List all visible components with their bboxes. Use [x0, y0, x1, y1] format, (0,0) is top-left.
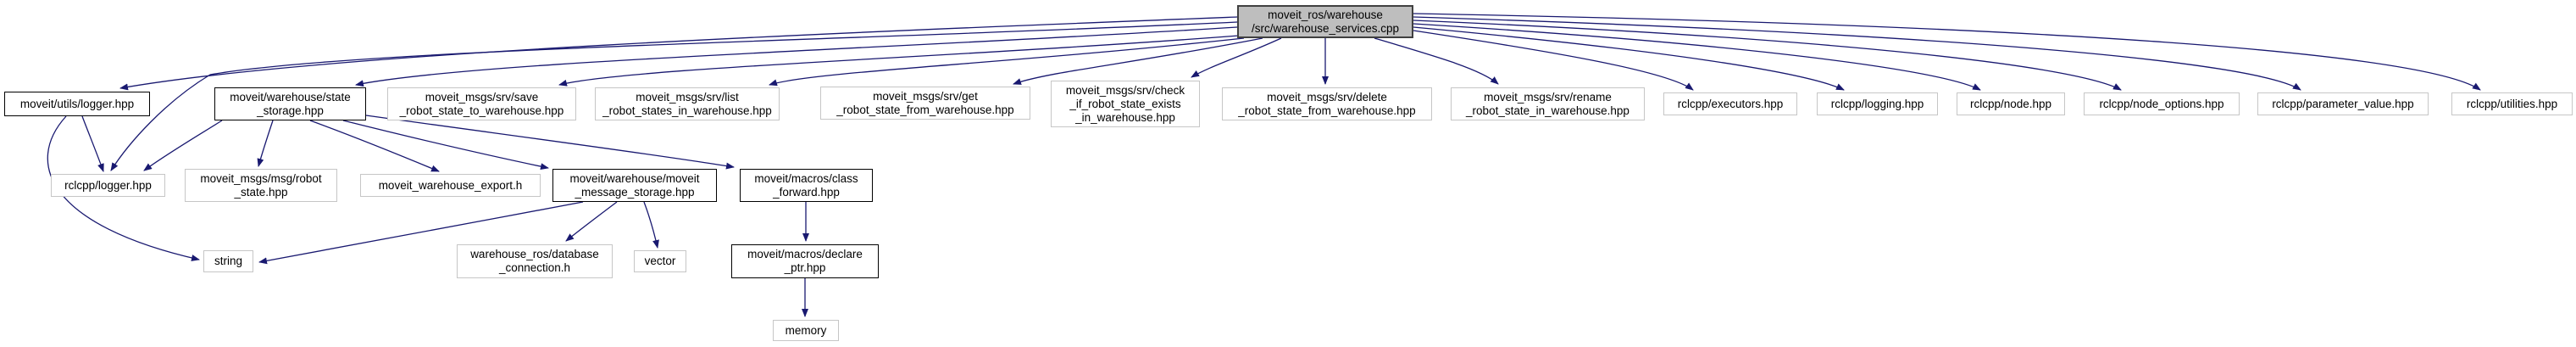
node-srv-list: moveit_msgs/srv/list_robot_states_in_war… — [595, 87, 780, 120]
node-label-line: _forward.hpp — [773, 185, 840, 199]
node-label-line: moveit_msgs/srv/save — [425, 90, 539, 104]
node-label-line: moveit/macros/class — [754, 171, 858, 185]
edge-main-to-srv-get — [1013, 37, 1263, 85]
node-rclcpp-logger: rclcpp/logger.hpp — [51, 174, 165, 197]
node-label-line: warehouse_ros/database — [470, 248, 599, 260]
edge-state-storage-to-class-forward — [365, 115, 735, 170]
node-label-line: _robot_states_in_warehouse.hpp — [602, 104, 772, 117]
node-label-line: rclcpp/logging.hpp — [1830, 97, 1924, 110]
node-label-line: moveit/utils/logger.hpp — [19, 97, 135, 110]
edge-state-storage-to-message-storage — [342, 120, 549, 171]
node-rclcpp-utilities: rclcpp/utilities.hpp — [2451, 92, 2573, 115]
node-utils-logger[interactable]: moveit/utils/logger.hpp — [4, 92, 150, 116]
node-label-line: string — [214, 255, 242, 267]
edge-main-to-srv-check — [1191, 37, 1282, 78]
edge-main-to-rclcpp-executors — [1413, 30, 1694, 91]
node-label-line: rclcpp/node.hpp — [1969, 97, 2052, 110]
node-label-line: rclcpp/logger.hpp — [64, 178, 152, 192]
node-label-line: rclcpp/utilities.hpp — [2466, 97, 2558, 110]
node-srv-check: moveit_msgs/srv/check_if_robot_state_exi… — [1051, 81, 1200, 127]
node-label-line: _in_warehouse.hpp — [1075, 110, 1175, 124]
node-message-storage[interactable]: moveit/warehouse/moveit_message_storage.… — [552, 169, 717, 202]
node-label-line: rclcpp/node_options.hpp — [2099, 97, 2224, 110]
node-rclcpp-executors: rclcpp/executors.hpp — [1663, 92, 1797, 115]
node-label-line: moveit_warehouse_export.h — [378, 178, 523, 192]
node-label-line: _message_storage.hpp — [575, 185, 695, 199]
edge-main-to-rclcpp-logging — [1413, 26, 1845, 91]
edge-message-storage-to-vector — [643, 201, 659, 249]
node-label-line: rclcpp/parameter_value.hpp — [2272, 97, 2414, 110]
node-label-line: moveit_msgs/srv/delete — [1267, 90, 1387, 104]
edge-message-storage-to-string — [258, 201, 584, 265]
node-memory: memory — [773, 320, 839, 341]
edge-state-storage-to-warehouse-export — [309, 120, 440, 172]
node-label-line: _robot_state_to_warehouse.hpp — [399, 104, 564, 117]
node-label-line: _connection.h — [498, 261, 571, 274]
node-label-line: _if_robot_state_exists — [1069, 97, 1181, 110]
node-main: moveit_ros/warehouse/src/warehouse_servi… — [1237, 5, 1413, 38]
node-srv-rename: moveit_msgs/srv/rename_robot_state_in_wa… — [1451, 87, 1645, 120]
node-database-connection: warehouse_ros/database_connection.h — [457, 244, 613, 278]
edge-state-storage-to-rclcpp-logger — [143, 120, 223, 171]
node-string: string — [203, 250, 253, 272]
node-label-line: moveit/warehouse/moveit — [569, 171, 700, 185]
edge-main-to-state-storage — [355, 26, 1238, 87]
node-vector: vector — [634, 250, 686, 272]
node-label-line: moveit_msgs/srv/get — [873, 89, 978, 103]
node-srv-save: moveit_msgs/srv/save_robot_state_to_ware… — [387, 87, 576, 120]
node-srv-delete: moveit_msgs/srv/delete_robot_state_from_… — [1222, 87, 1432, 120]
node-label-line: moveit_msgs/srv/check — [1065, 83, 1185, 97]
edge-main-to-rclcpp-logger — [110, 21, 1238, 171]
node-rclcpp-logging: rclcpp/logging.hpp — [1817, 92, 1938, 115]
node-msg-robot-state: moveit_msgs/msg/robot_state.hpp — [185, 169, 337, 202]
edge-message-storage-to-database-connection — [565, 201, 618, 242]
node-srv-get: moveit_msgs/srv/get_robot_state_from_war… — [820, 87, 1030, 120]
node-rclcpp-parameter-value: rclcpp/parameter_value.hpp — [2257, 92, 2429, 115]
node-label-line: moveit_msgs/msg/robot — [200, 171, 322, 185]
node-label-line: moveit_msgs/srv/list — [636, 90, 739, 104]
node-label-line: /src/warehouse_services.cpp — [1251, 21, 1400, 35]
node-label-line: _ptr.hpp — [784, 261, 826, 274]
node-label-line: rclcpp/executors.hpp — [1677, 97, 1784, 110]
edge-main-to-srv-list — [769, 37, 1245, 87]
edge-state-storage-to-msg-robot-state — [257, 120, 274, 167]
node-label-line: _storage.hpp — [257, 104, 324, 117]
node-label-line: moveit/warehouse/state — [230, 90, 351, 104]
node-label-line: _robot_state_from_warehouse.hpp — [836, 103, 1014, 116]
node-class-forward[interactable]: moveit/macros/class_forward.hpp — [740, 169, 873, 202]
node-label-line: moveit/macros/declare — [747, 248, 863, 260]
edge-main-to-rclcpp-parameter-value — [1413, 16, 2301, 91]
node-state-storage[interactable]: moveit/warehouse/state_storage.hpp — [214, 87, 366, 120]
node-rclcpp-node-options: rclcpp/node_options.hpp — [2084, 92, 2240, 115]
edge-main-to-srv-rename — [1374, 37, 1499, 85]
node-label-line: vector — [644, 255, 676, 267]
edge-main-to-srv-save — [558, 35, 1240, 87]
node-declare-ptr[interactable]: moveit/macros/declare_ptr.hpp — [731, 244, 879, 278]
node-label-line: moveit_msgs/srv/rename — [1484, 90, 1612, 104]
node-label-line: _robot_state_in_warehouse.hpp — [1466, 104, 1629, 117]
node-label-line: memory — [785, 323, 827, 337]
edge-main-to-utils-logger — [119, 16, 1238, 91]
node-rclcpp-node: rclcpp/node.hpp — [1957, 92, 2065, 115]
edge-main-to-rclcpp-node-options — [1413, 20, 2122, 91]
edge-utils-logger-to-rclcpp-logger — [81, 115, 104, 172]
node-label-line: _robot_state_from_warehouse.hpp — [1238, 104, 1416, 117]
edge-main-to-rclcpp-node — [1413, 23, 1981, 91]
node-label-line: moveit_ros/warehouse — [1268, 8, 1383, 21]
node-warehouse-export: moveit_warehouse_export.h — [360, 174, 541, 197]
edge-main-to-rclcpp-utilities — [1413, 13, 2481, 91]
node-label-line: _state.hpp — [234, 185, 288, 199]
